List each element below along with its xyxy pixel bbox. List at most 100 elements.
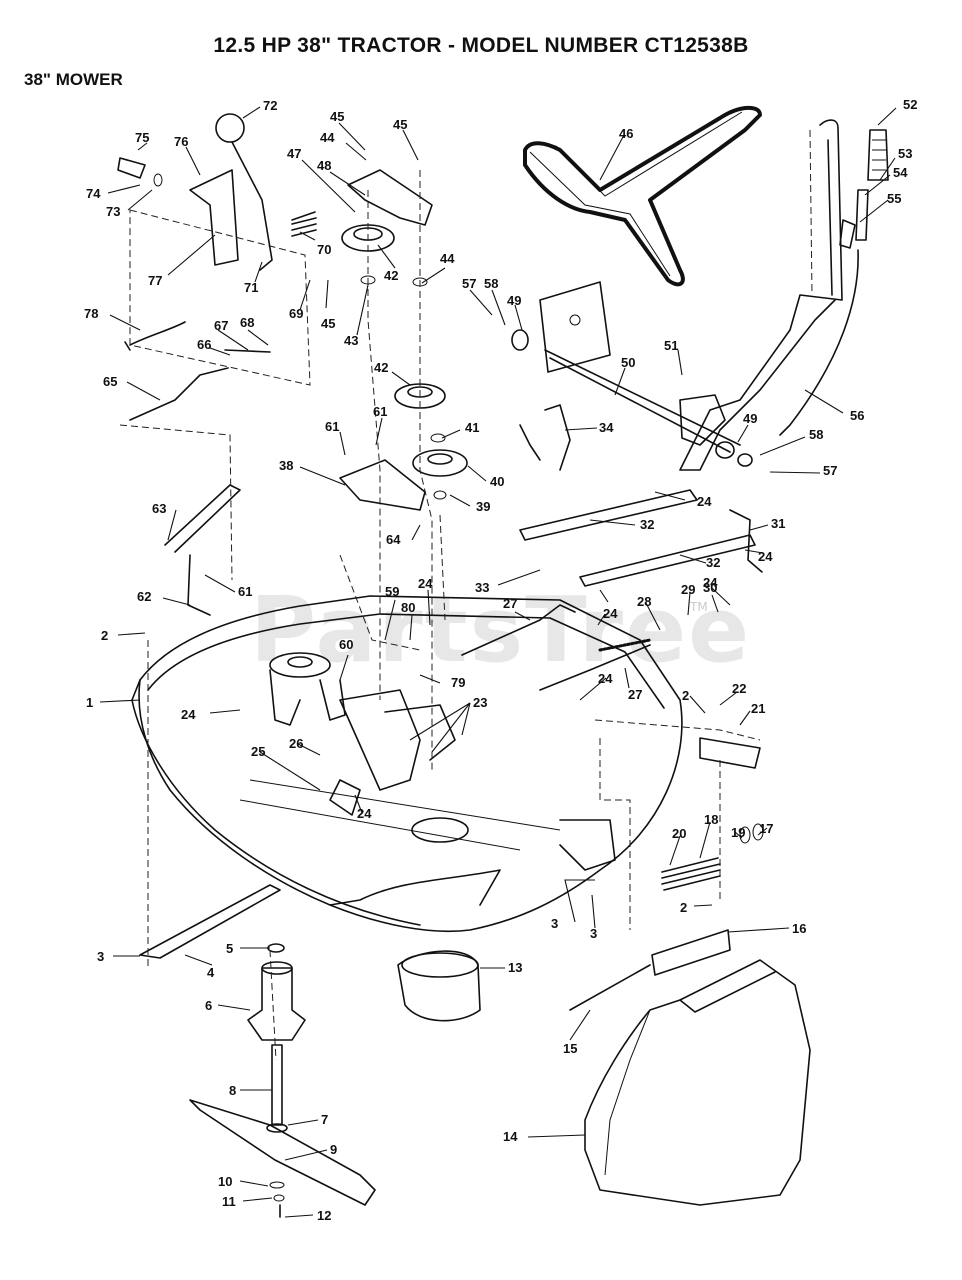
callout-38: 38 [279,458,293,473]
callout-24-b: 24 [758,549,773,564]
callout-66: 66 [197,337,211,352]
callout-29: 29 [681,582,695,597]
callout-43: 43 [344,333,358,348]
callout-42-top: 42 [384,268,398,283]
callout-56: 56 [850,408,864,423]
callout-2-lower: 2 [680,900,687,915]
callout-50: 50 [621,355,635,370]
callout-77: 77 [148,273,162,288]
callout-leaders [99,106,897,1218]
watermark: PartsTree [250,578,752,683]
callout-64: 64 [386,532,401,547]
callout-16: 16 [792,921,806,936]
callout-80: 80 [401,600,415,615]
callout-61-left: 61 [325,419,339,434]
callout-47: 47 [287,146,301,161]
callout-51: 51 [664,338,678,353]
callout-7: 7 [321,1112,328,1127]
callout-32-bottom: 32 [706,555,720,570]
callout-14: 14 [503,1129,518,1144]
callout-34: 34 [599,420,614,435]
callout-44-mid: 44 [440,251,455,266]
callout-63: 63 [152,501,166,516]
callout-21: 21 [751,701,765,716]
callout-13: 13 [508,960,522,975]
callout-69: 69 [289,306,303,321]
callout-17: 17 [759,821,773,836]
callout-44-top: 44 [320,130,335,145]
callout-12: 12 [317,1208,331,1223]
callout-3-mid-left: 3 [551,916,558,931]
callout-54: 54 [893,165,908,180]
spindle-and-blade [139,884,376,1218]
callout-24-e: 24 [703,575,718,590]
callout-65: 65 [103,374,117,389]
callout-49-bottom: 49 [743,411,757,426]
mower-deck [131,595,683,933]
callout-33: 33 [475,580,489,595]
callout-48: 48 [317,158,331,173]
grass-bag-14 [584,959,811,1206]
drive-belt [523,105,762,287]
exploded-view-lines [119,129,813,1061]
callout-57-top: 57 [462,276,476,291]
callout-45-low: 45 [321,316,335,331]
callout-9: 9 [330,1142,337,1157]
belt-guard-13 [397,950,481,1022]
lift-shaft-50 [511,281,753,467]
callout-67: 67 [214,318,228,333]
callout-70: 70 [317,242,331,257]
callout-79: 79 [451,675,465,690]
callout-49-top: 49 [507,293,521,308]
callout-74: 74 [86,186,101,201]
callout-39: 39 [476,499,490,514]
callout-53: 53 [898,146,912,161]
callout-71: 71 [244,280,258,295]
callout-3-left: 3 [97,949,104,964]
callout-1: 1 [86,695,93,710]
callout-24-a: 24 [697,494,712,509]
callout-2-right: 2 [682,688,689,703]
lift-bracket-and-spring [569,737,764,1011]
callout-24-c: 24 [418,576,433,591]
callout-58-bottom: 58 [809,427,823,442]
callout-5: 5 [226,941,233,956]
callout-73: 73 [106,204,120,219]
callout-25: 25 [251,744,265,759]
callout-42-bottom: 42 [374,360,388,375]
callout-15: 15 [563,1041,577,1056]
callout-60: 60 [339,637,353,652]
callout-6: 6 [205,998,212,1013]
callout-32-top: 32 [640,517,654,532]
callout-45-right: 45 [393,117,407,132]
control-lever [117,113,317,271]
callout-59: 59 [385,584,399,599]
callout-11: 11 [222,1194,236,1209]
section-title: 38" MOWER [24,70,123,89]
callout-76: 76 [174,134,188,149]
callout-24-d: 24 [603,606,618,621]
callout-24-f: 24 [598,671,613,686]
callout-30: 30 [703,580,717,595]
rods-and-links [124,321,763,691]
callout-26: 26 [289,736,303,751]
callout-28: 28 [637,594,651,609]
callout-4: 4 [207,965,215,980]
callout-62: 62 [137,589,151,604]
callout-22: 22 [732,681,746,696]
callout-8: 8 [229,1083,236,1098]
callout-31: 31 [771,516,785,531]
callout-18: 18 [704,812,718,827]
callout-24-h: 24 [357,806,372,821]
idler-bracket-and-pulleys [339,169,468,511]
callout-41: 41 [465,420,479,435]
callout-61-bottom: 61 [238,584,252,599]
lift-handle [679,119,889,471]
callout-46: 46 [619,126,633,141]
callout-24-g: 24 [181,707,196,722]
callout-61-right: 61 [373,404,387,419]
callout-27-top: 27 [503,596,517,611]
page-title: 12.5 HP 38" TRACTOR - MODEL NUMBER CT125… [213,34,749,57]
